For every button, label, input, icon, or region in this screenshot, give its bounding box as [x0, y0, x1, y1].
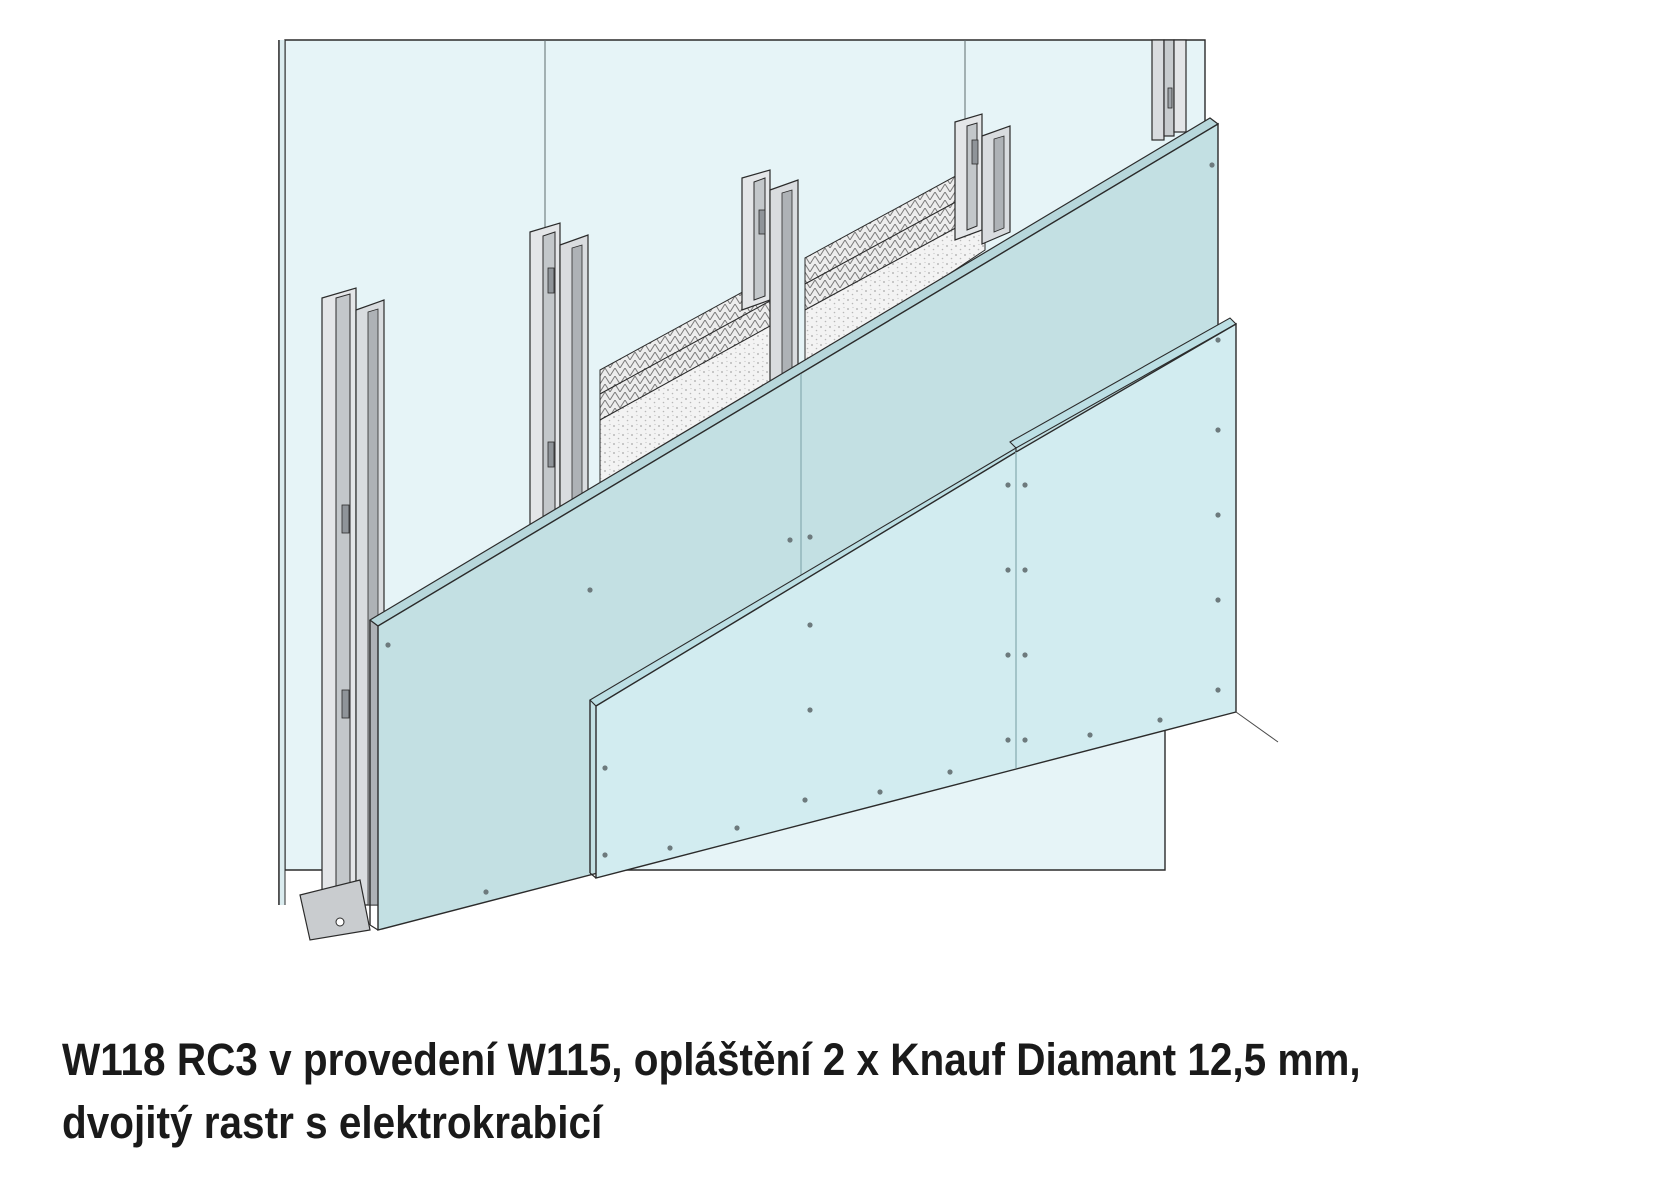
- metal-stud-icon: [741, 169, 799, 403]
- caption-line-1: W118 RC3 v provedení W115, opláštění 2 x…: [62, 1034, 1361, 1085]
- board-layer-2: [589, 317, 1237, 879]
- metal-stud-icon: [954, 113, 1011, 245]
- figure-caption: W118 RC3 v provedení W115, opláštění 2 x…: [62, 1028, 1484, 1154]
- metal-stud-icon: [1151, 39, 1187, 141]
- metal-stud-icon: [529, 222, 589, 536]
- wall-construction-diagram: [278, 39, 1279, 941]
- metal-stud-icon: [299, 287, 385, 941]
- caption-line-2: dvojitý rastr s elektrokrabicí: [62, 1097, 603, 1148]
- screw-icon: [385, 162, 1221, 895]
- floor-line: [1235, 711, 1279, 743]
